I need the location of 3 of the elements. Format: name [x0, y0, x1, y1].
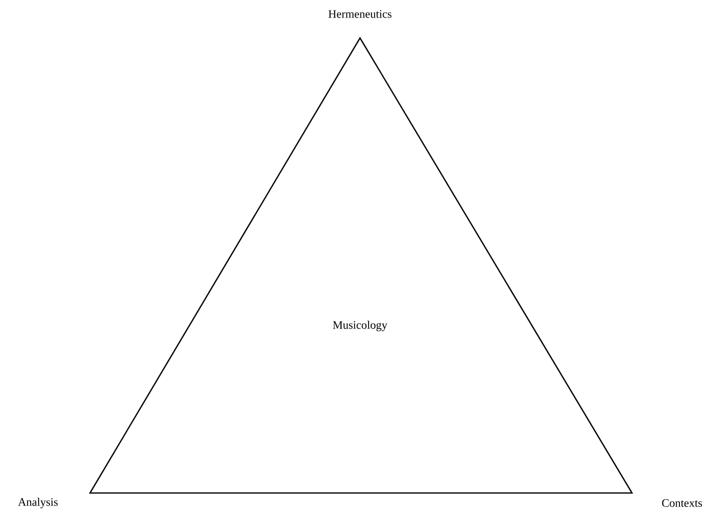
- corner-label: Analysis: [18, 498, 58, 508]
- corner-label: Hermeneutics: [328, 10, 392, 18]
- corner-label: Contexts: [662, 499, 702, 507]
